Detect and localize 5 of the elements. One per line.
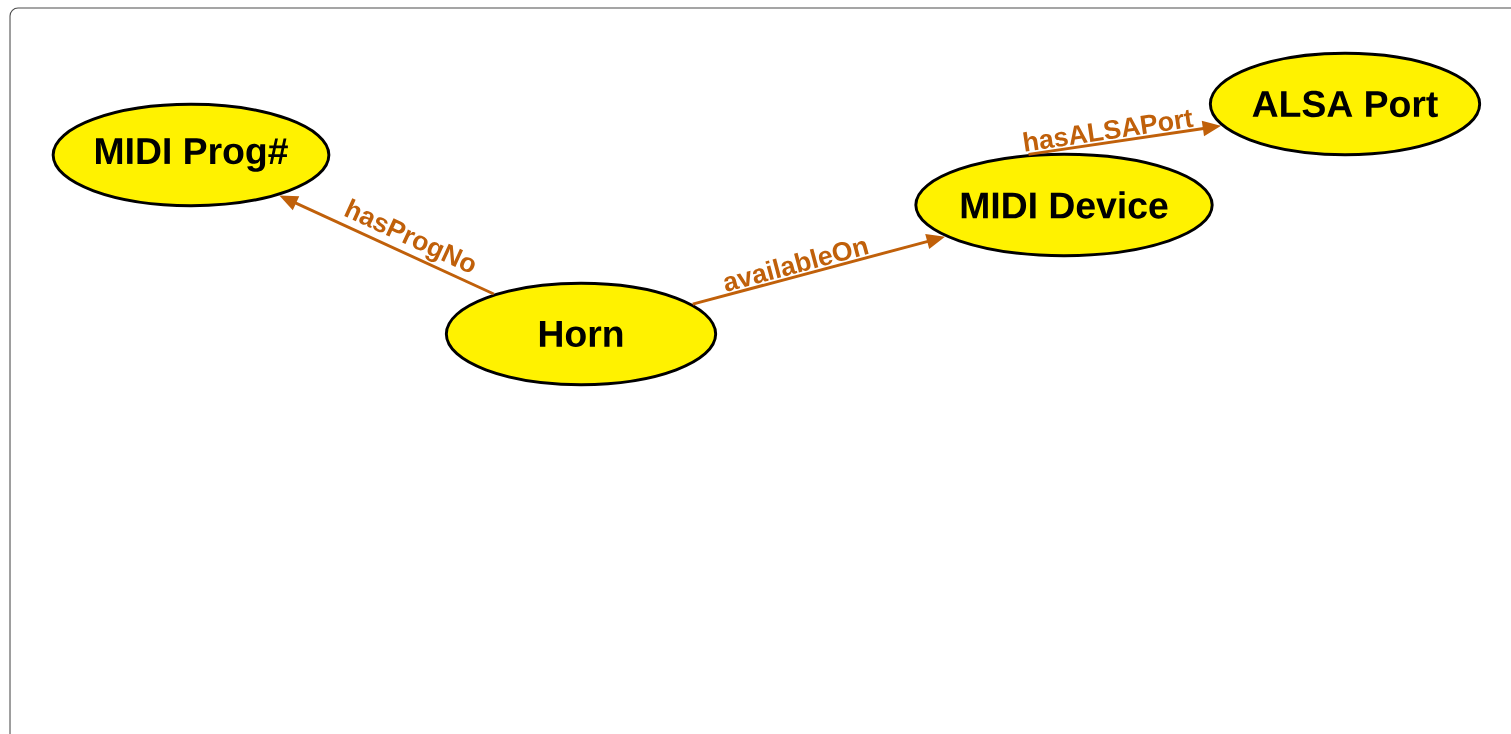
ellipse-node: MIDI Prog# xyxy=(51,102,331,208)
ellipse-node: Horn xyxy=(444,281,718,387)
ellipse-node: ALSA Port xyxy=(1208,51,1482,157)
ellipse-node: MIDI Device xyxy=(914,152,1214,258)
edge-label: hasALSAPort xyxy=(1023,109,1194,152)
